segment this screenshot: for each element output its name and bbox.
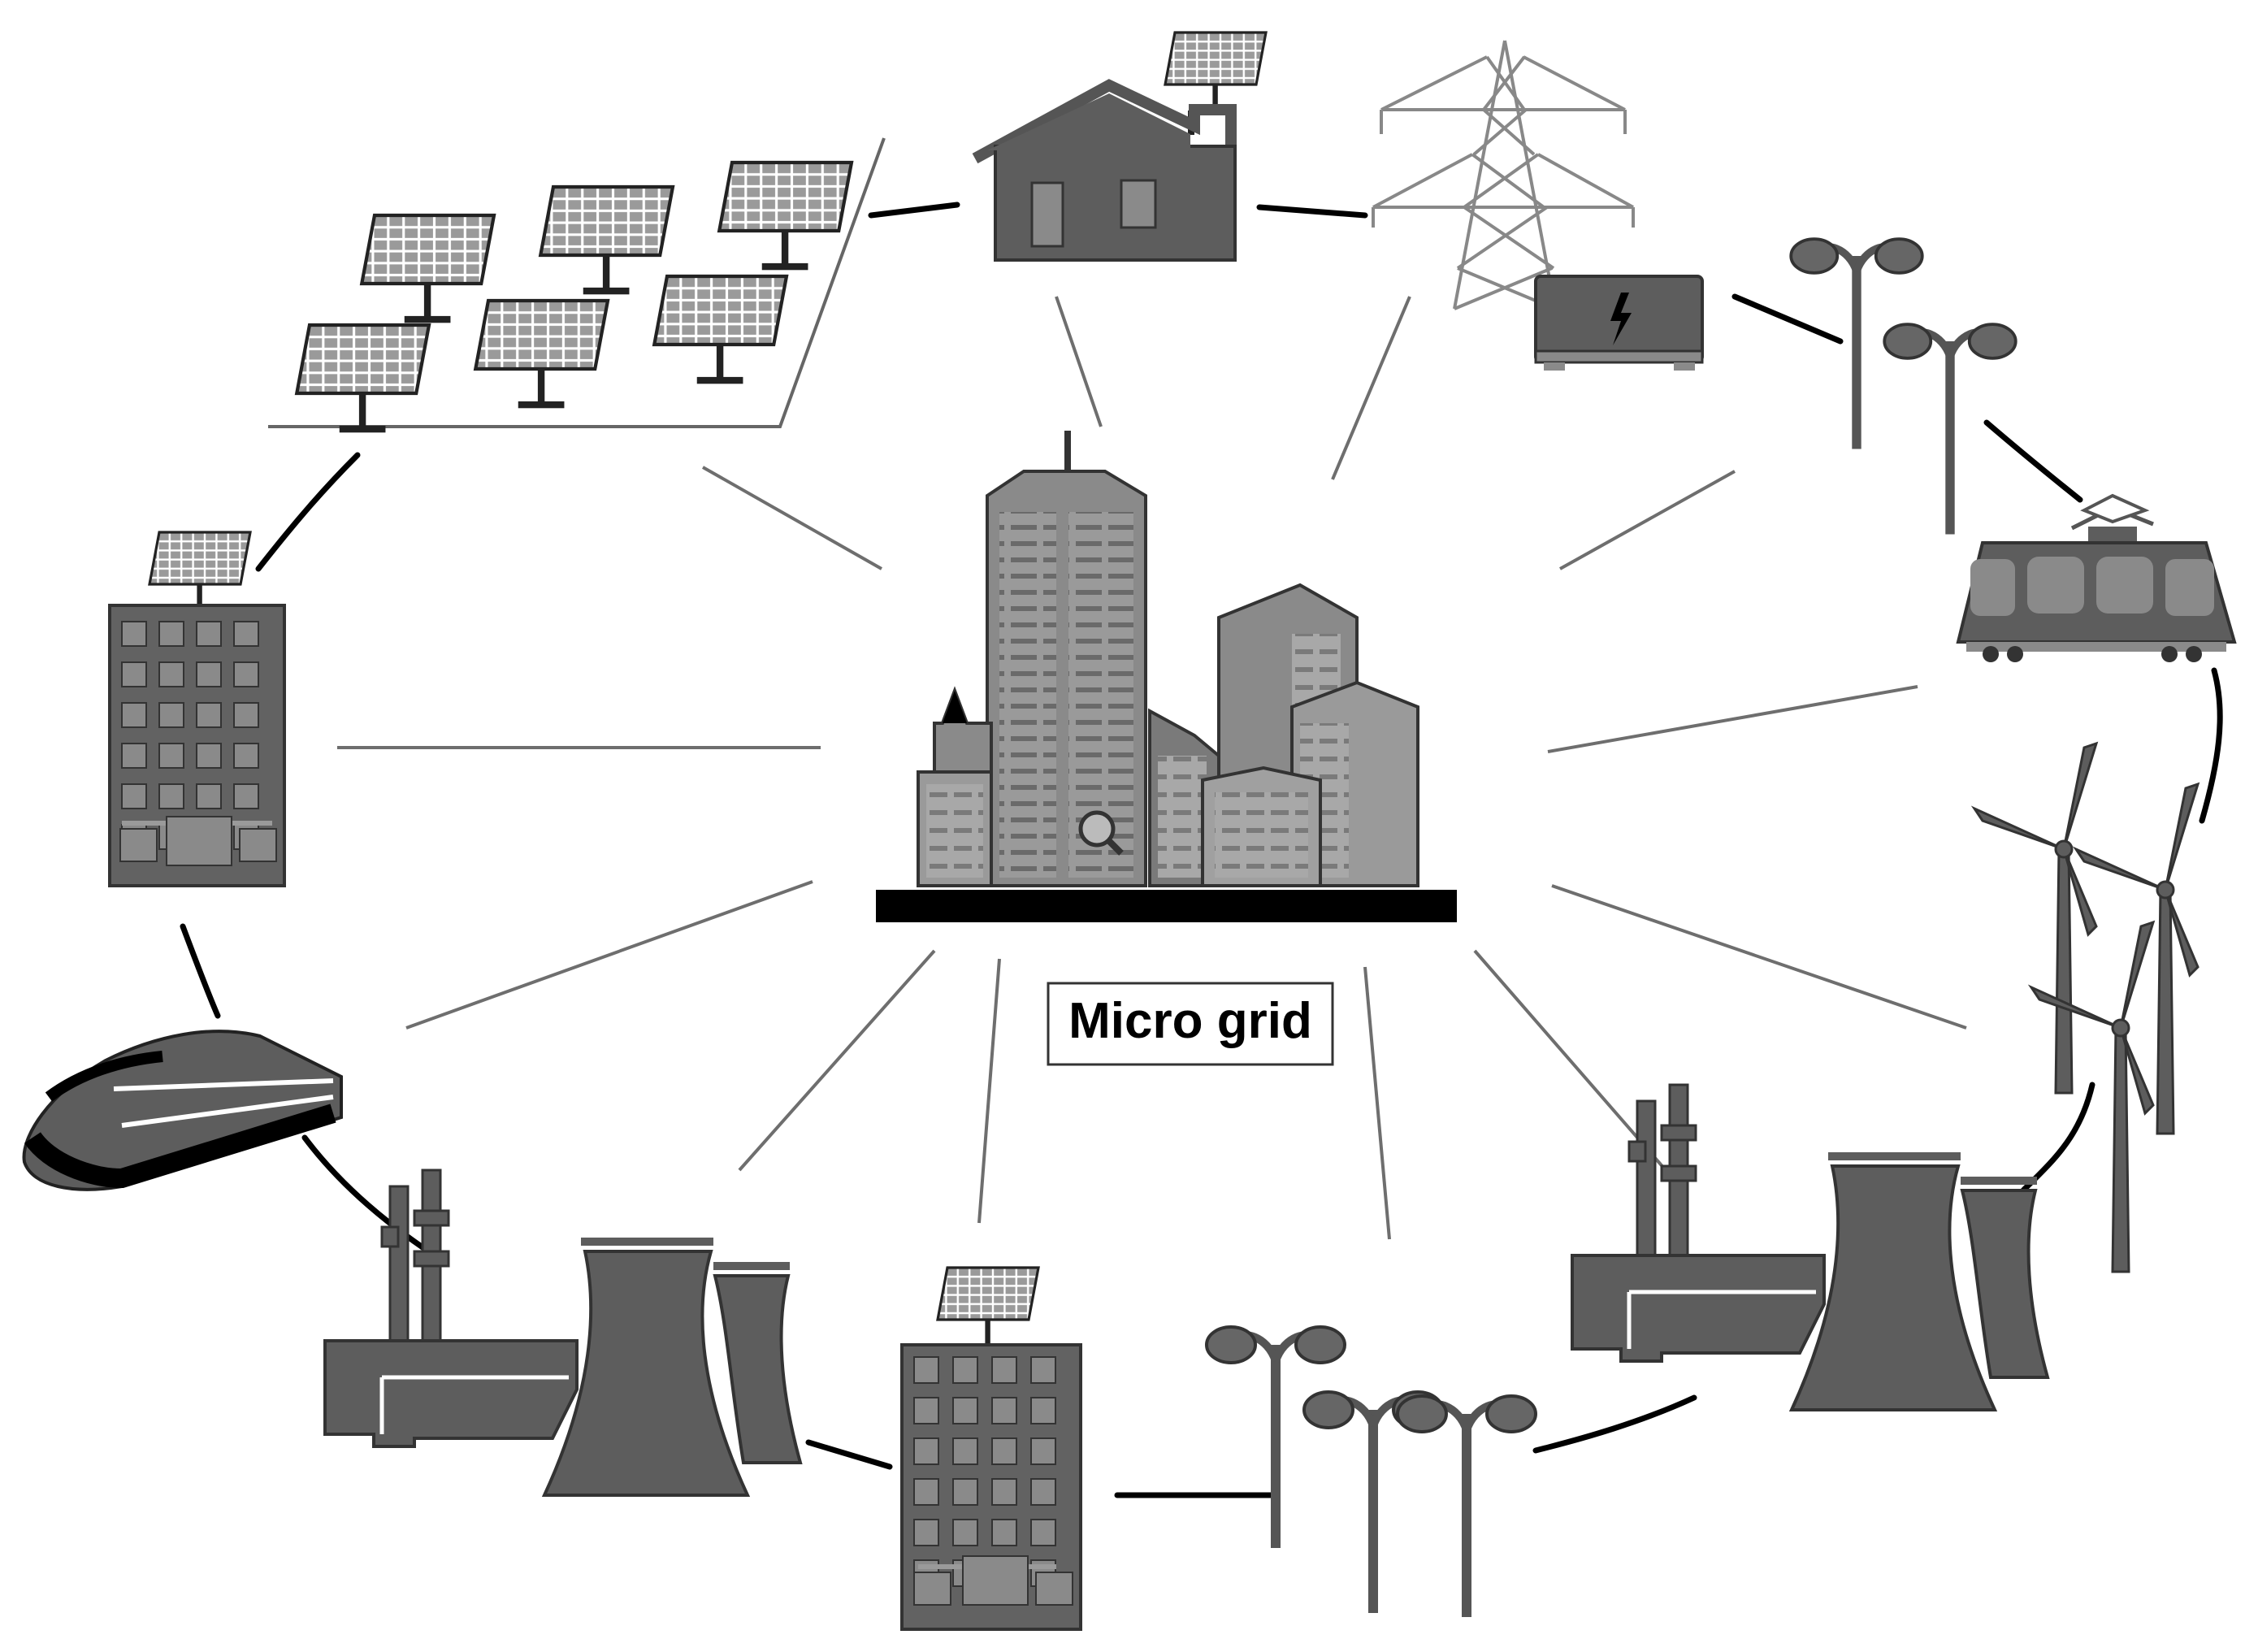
window	[1030, 1519, 1056, 1546]
window	[158, 783, 184, 809]
window	[913, 1478, 939, 1506]
window	[233, 621, 259, 647]
window	[158, 743, 184, 769]
battery-storage-icon	[1534, 275, 1704, 371]
house-with-solar-panel-icon	[972, 31, 1268, 262]
center-label: Micro grid	[1068, 993, 1312, 1049]
window	[952, 1519, 978, 1546]
spoke-lines	[337, 296, 1967, 1240]
window	[233, 783, 259, 809]
window	[158, 621, 184, 647]
window	[121, 661, 147, 687]
window	[991, 1356, 1017, 1384]
window	[1030, 1356, 1056, 1384]
office-building-with-solar-icon	[900, 1266, 1082, 1631]
solar-farm-icon	[268, 137, 886, 432]
window	[121, 743, 147, 769]
window	[1030, 1397, 1056, 1424]
window	[196, 621, 222, 647]
power-plant-icon	[325, 1170, 800, 1495]
window	[196, 743, 222, 769]
window	[196, 702, 222, 728]
street-lamps-icon	[1791, 239, 2016, 534]
window	[991, 1519, 1017, 1546]
window	[196, 783, 222, 809]
window	[991, 1478, 1017, 1506]
tram-icon	[1956, 493, 2237, 662]
center-label-box: Micro grid	[1047, 982, 1334, 1066]
window	[952, 1478, 978, 1506]
window	[952, 1437, 978, 1465]
window	[233, 743, 259, 769]
window	[121, 702, 147, 728]
window	[991, 1437, 1017, 1465]
window	[158, 661, 184, 687]
window	[913, 1519, 939, 1546]
window	[952, 1356, 978, 1384]
window	[952, 1397, 978, 1424]
street-lamps-icon	[1207, 1327, 1536, 1617]
window	[121, 783, 147, 809]
city-skyline-icon	[876, 431, 1457, 922]
power-plant-icon	[1572, 1085, 2048, 1410]
window	[196, 661, 222, 687]
window	[991, 1397, 1017, 1424]
window	[913, 1437, 939, 1465]
window	[121, 621, 147, 647]
window	[1030, 1478, 1056, 1506]
window	[233, 702, 259, 728]
window	[913, 1356, 939, 1384]
window	[1030, 1437, 1056, 1465]
window	[158, 702, 184, 728]
window	[233, 661, 259, 687]
high-speed-train-icon	[22, 1030, 343, 1191]
window	[913, 1397, 939, 1424]
power-pylon-icon	[1372, 40, 1635, 310]
office-building-with-solar-icon	[108, 531, 286, 887]
